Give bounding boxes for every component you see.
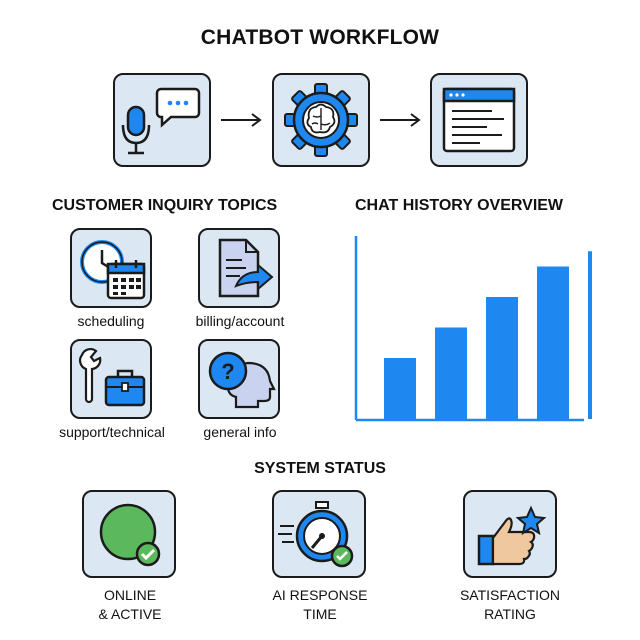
status-online [82,490,176,578]
workflow-step-input [113,73,211,167]
topic-billing [198,228,280,308]
voice-chat-icon [121,87,201,155]
topic-label: general info [203,424,277,440]
chart-bar [435,327,467,419]
status-heading: SYSTEM STATUS [254,460,386,477]
status-label: AI RESPONSE TIME [250,586,390,624]
ai-brain-gear-icon [284,83,358,157]
clock-calendar-icon [80,240,146,300]
history-heading: CHAT HISTORY OVERVIEW [355,197,564,214]
status-label-line: SATISFACTION [459,587,561,603]
chart-bar [486,297,518,419]
workflow-step-output [430,73,528,167]
topic-label: scheduling [77,313,145,329]
topic-scheduling [70,228,152,308]
document-arrow-icon [218,238,274,298]
online-circle-check-icon [99,503,161,567]
response-window-icon [442,87,516,153]
arrow-right-icon [380,113,421,127]
chart-bar [384,358,416,419]
chat-history-chart [354,236,592,422]
svg-text:?: ? [221,359,234,384]
chart-bar [588,251,592,419]
topic-support [70,339,152,419]
topic-general: ? [198,339,280,419]
status-response-time [272,490,366,578]
status-label: SATISFACTION RATING [440,586,580,624]
status-label-line: RATING [484,606,536,622]
thumbs-up-star-icon [477,505,547,566]
status-label-line: AI RESPONSE [272,587,368,603]
status-label-line: TIME [303,606,337,622]
topic-label: support/technical [59,424,165,440]
page-title: CHATBOT WORKFLOW [200,26,440,49]
arrow-right-icon [221,113,262,127]
chart-bar [537,266,569,419]
wrench-toolbox-icon [79,348,146,407]
status-satisfaction [463,490,557,578]
status-label: ONLINE & ACTIVE [60,586,200,624]
workflow-step-processing [272,73,370,167]
topic-label: billing/account [195,313,285,329]
topics-heading: CUSTOMER INQUIRY TOPICS [52,197,278,214]
stopwatch-check-icon [278,501,354,568]
question-head-icon: ? [208,351,276,409]
status-label-line: ONLINE [103,587,157,603]
status-label-line: & ACTIVE [98,606,162,622]
